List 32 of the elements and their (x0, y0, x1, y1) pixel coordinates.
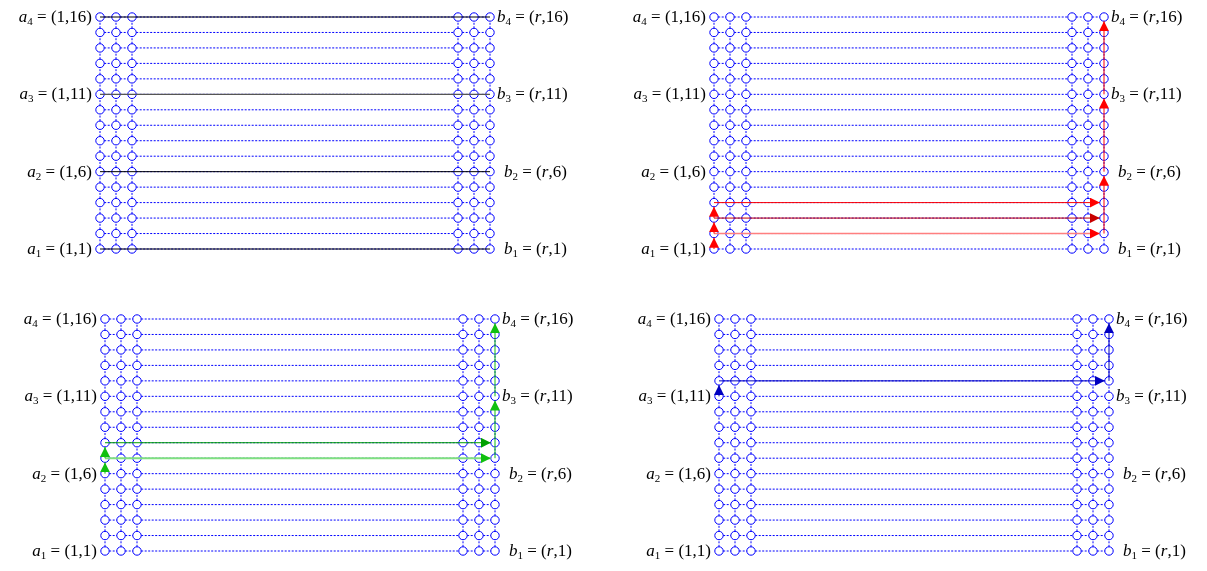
point-label: b$_{2}$ = (r,6) (1118, 162, 1181, 180)
point-label: b$_{3}$ = (r,11) (502, 387, 573, 405)
point-label: a$_{4}$ = (1,16) (637, 310, 711, 327)
point-label: b$_{1}$ = (r,1) (504, 240, 567, 257)
point-label: a$_{2}$ = (1,6) (27, 162, 92, 180)
point-label: a$_{1}$ = (1,1) (641, 240, 706, 257)
point-label: b$_{2}$ = (r,6) (1123, 464, 1186, 482)
point-label: a$_{1}$ = (1,1) (27, 240, 92, 257)
point-label: a$_{3}$ = (1,11) (19, 85, 92, 103)
point-label: a$_{1}$ = (1,1) (32, 542, 97, 559)
point-label: a$_{3}$ = (1,11) (24, 387, 97, 405)
point-label: b$_{4}$ = (r,16) (1111, 8, 1183, 25)
point-label: b$_{3}$ = (r,11) (497, 85, 568, 103)
point-label: b$_{3}$ = (r,11) (1116, 387, 1187, 405)
point-label: b$_{4}$ = (r,16) (1116, 310, 1188, 327)
point-label: a$_{4}$ = (1,16) (23, 310, 97, 327)
point-label: b$_{1}$ = (r,1) (1123, 542, 1186, 559)
point-label: a$_{2}$ = (1,6) (641, 162, 706, 180)
point-label: b$_{4}$ = (r,16) (502, 310, 574, 327)
point-label: b$_{1}$ = (r,1) (1118, 240, 1181, 257)
point-label: b$_{4}$ = (r,16) (497, 8, 569, 25)
point-label: a$_{1}$ = (1,1) (646, 542, 711, 559)
point-label: a$_{2}$ = (1,6) (32, 464, 97, 482)
point-label: b$_{3}$ = (r,11) (1111, 85, 1182, 103)
point-label: a$_{3}$ = (1,11) (633, 85, 706, 103)
point-label: b$_{2}$ = (r,6) (504, 162, 567, 180)
point-label: a$_{3}$ = (1,11) (638, 387, 711, 405)
point-label: a$_{4}$ = (1,16) (18, 8, 92, 25)
point-label: b$_{1}$ = (r,1) (509, 542, 572, 559)
point-label: b$_{2}$ = (r,6) (509, 464, 572, 482)
point-label: a$_{2}$ = (1,6) (646, 464, 711, 482)
point-label: a$_{4}$ = (1,16) (632, 8, 706, 25)
